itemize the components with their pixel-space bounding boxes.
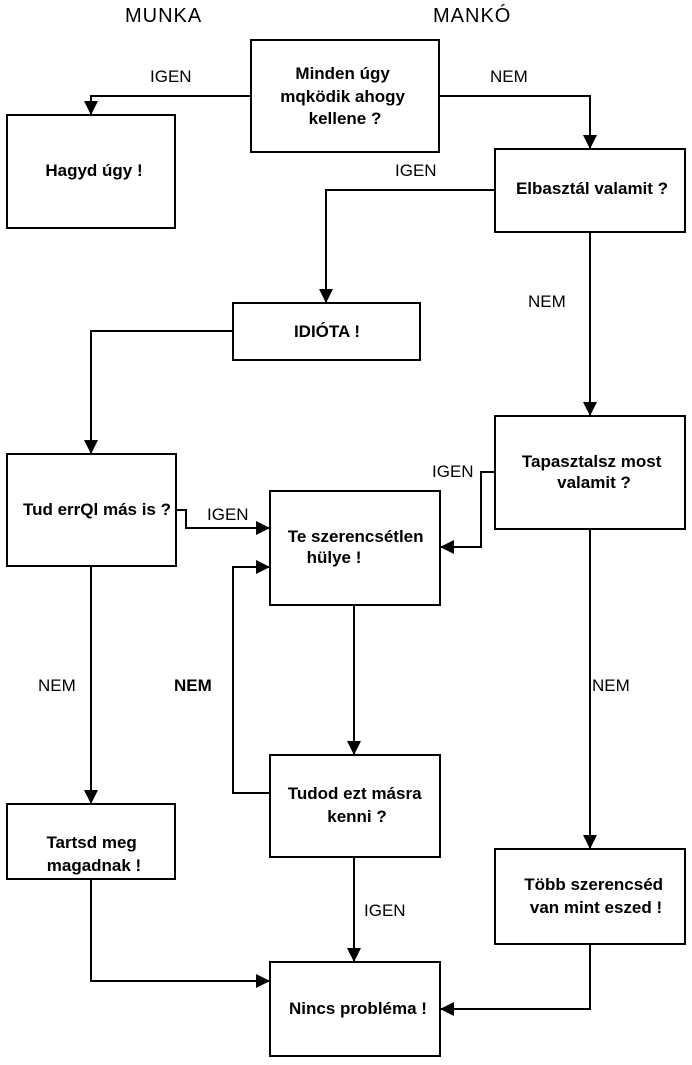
- node-idiota-line-1: IDIÓTA !: [294, 322, 360, 341]
- node-minden-box: [250, 39, 440, 153]
- node-minden-line-1: Minden úgy: [295, 64, 390, 83]
- node-szerencs-label: Te szerencsétlen hülye !: [288, 527, 429, 567]
- node-tudod-box: [269, 754, 441, 858]
- node-minden-line-2: mqködik ahogy: [280, 87, 405, 106]
- node-tartsd: Tartsd meg magadnak !: [6, 803, 176, 880]
- label-tud-tartsd: NEM: [38, 676, 76, 695]
- edge-tapaszt-szerencs: [440, 471, 495, 554]
- node-tartsd-line-1: Tartsd meg: [46, 833, 136, 852]
- node-idiota-box: [232, 302, 421, 361]
- node-tud: Tud errQl más is ?: [6, 453, 177, 567]
- label-tudod-szerencs: NEM: [174, 676, 212, 695]
- node-elbasz-label: Elbasztál valamit ?: [516, 179, 668, 198]
- node-tudod-line-1: Tudod ezt másra: [288, 784, 422, 803]
- node-tapaszt: Tapasztalsz most valamit ?: [494, 415, 686, 530]
- node-minden: Minden úgy mqködik ahogy kellene ?: [250, 39, 440, 153]
- node-hagyd: Hagyd úgy !: [6, 114, 176, 229]
- node-idiota: IDIÓTA !: [232, 302, 421, 361]
- node-tartsd-label: Tartsd meg magadnak !: [46, 833, 141, 875]
- node-szerencs-line-1: Te szerencsétlen: [288, 527, 424, 546]
- node-tartsd-line-2: magadnak !: [47, 856, 141, 875]
- edge-elbasz-idiota: [319, 189, 495, 303]
- node-szerencs: Te szerencsétlen hülye !: [269, 490, 441, 606]
- label-tapaszt-szerencs: IGEN: [432, 462, 474, 481]
- node-minden-label: Minden úgy mqködik ahogy kellene ?: [280, 64, 409, 128]
- node-tud-box: [6, 453, 177, 567]
- label-elbasz-tapaszt: NEM: [528, 292, 566, 311]
- node-tud-line-1: Tud errQl más is ?: [23, 500, 171, 519]
- header-munka: MUNKA: [125, 5, 202, 27]
- edge-minden-elbasz: [439, 95, 597, 149]
- node-tapaszt-line-2: valamit ?: [557, 473, 631, 492]
- label-minden-hagyd: IGEN: [150, 67, 192, 86]
- node-hagyd-line-1: Hagyd úgy !: [45, 161, 142, 180]
- node-minden-line-3: kellene ?: [309, 109, 382, 128]
- edge-tud-szerencs: [176, 509, 270, 535]
- node-tobb-line-2: van mint eszed !: [530, 898, 662, 917]
- node-tobb-box: [494, 848, 686, 945]
- node-elbasz: Elbasztál valamit ?: [494, 148, 686, 233]
- node-tobb-line-1: Több szerencséd: [524, 875, 663, 894]
- node-tartsd-box: [6, 803, 176, 880]
- node-tobb-label: Több szerencséd van mint eszed !: [524, 875, 668, 917]
- node-tud-label: Tud errQl más is ?: [23, 500, 171, 519]
- node-nincs-label: Nincs probléma !: [289, 999, 427, 1018]
- node-tudod-label: Tudod ezt másra kenni ?: [288, 784, 427, 826]
- node-elbasz-line-1: Elbasztál valamit ?: [516, 179, 668, 198]
- node-szerencs-line-2: hülye !: [307, 548, 362, 567]
- edge-labels: IGEN NEM IGEN NEM IGEN IGEN NEM NEM NEM …: [38, 67, 630, 920]
- label-tudod-nincs: IGEN: [364, 901, 406, 920]
- node-tapaszt-box: [494, 415, 686, 530]
- node-tudod: Tudod ezt másra kenni ?: [269, 754, 441, 858]
- node-idiota-label: IDIÓTA !: [294, 322, 360, 341]
- edge-idiota-tud: [84, 330, 233, 454]
- label-tapaszt-tobb: NEM: [592, 676, 630, 695]
- node-hagyd-label: Hagyd úgy !: [45, 161, 142, 180]
- node-szerencs-box: [269, 490, 441, 606]
- node-tudod-line-2: kenni ?: [327, 807, 387, 826]
- node-hagyd-box: [6, 114, 176, 229]
- node-nincs-box: [269, 961, 441, 1057]
- edge-minden-hagyd: [84, 95, 251, 115]
- node-elbasz-box: [494, 148, 686, 233]
- edge-tobb-nincs: [440, 944, 591, 1016]
- node-nincs-line-1: Nincs probléma !: [289, 999, 427, 1018]
- header-manko: MANKÓ: [433, 4, 511, 27]
- edge-tudod-szerencs: [232, 560, 270, 794]
- node-tapaszt-label: Tapasztalsz most valamit ?: [522, 452, 666, 492]
- label-tud-szerencs: IGEN: [207, 505, 249, 524]
- edge-tartsd-nincs: [90, 879, 270, 988]
- node-tobb: Több szerencséd van mint eszed !: [494, 848, 686, 945]
- label-minden-elbasz: NEM: [490, 67, 528, 86]
- edges: [84, 95, 597, 1016]
- label-elbasz-idiota: IGEN: [395, 161, 437, 180]
- node-tapaszt-line-1: Tapasztalsz most: [522, 452, 662, 471]
- node-nincs: Nincs probléma !: [269, 961, 441, 1057]
